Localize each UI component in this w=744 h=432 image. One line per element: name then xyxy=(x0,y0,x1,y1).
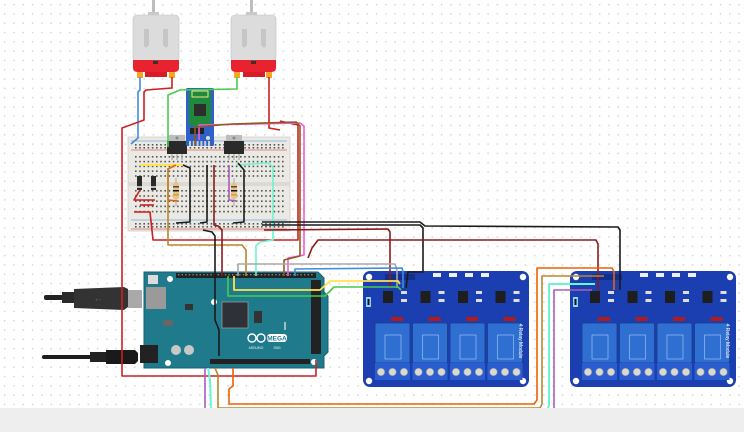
relay-module-2[interactable]: 4 Relay Module xyxy=(570,271,736,387)
relay-cube xyxy=(412,322,448,364)
usb-cable[interactable]: ⭠ xyxy=(44,287,142,310)
usb-b-connector xyxy=(128,290,142,308)
wire-red-bb-1 xyxy=(133,189,155,201)
wire-blue-relay1 xyxy=(294,267,404,288)
relay-module-label: 4 Relay Module xyxy=(517,324,523,359)
relay-module-label: 4 Relay Module xyxy=(724,324,730,359)
circuit-diagram: ⭠ xyxy=(42,0,736,413)
mega-logo-text: MEGA xyxy=(267,336,287,343)
wire-blue-motor1 xyxy=(130,77,141,145)
voltage-regulator-2[interactable] xyxy=(224,135,244,160)
diode-1[interactable] xyxy=(137,176,142,190)
motor-cap xyxy=(231,60,276,72)
wire-black-long-1 xyxy=(262,224,424,289)
relay-cube xyxy=(581,322,618,364)
usb-icon: ⭠ xyxy=(95,295,102,304)
bluetooth-module[interactable] xyxy=(186,88,214,146)
wire-red-bb-3 xyxy=(134,120,299,241)
wire-black-bb-3 xyxy=(232,162,245,224)
usb-b-port xyxy=(146,287,166,309)
wire-cyan xyxy=(235,162,274,276)
relay-cube xyxy=(619,322,655,364)
relay-input-header[interactable] xyxy=(385,274,415,280)
dc-motor-2[interactable] xyxy=(230,0,277,78)
breadboard-canvas[interactable]: ⭠ xyxy=(0,0,744,413)
capacitor xyxy=(184,345,194,355)
motor-cap xyxy=(133,60,179,72)
wire-orange-relay2 xyxy=(228,267,615,405)
status-bar xyxy=(0,408,744,432)
wire-purple-bb xyxy=(228,165,238,202)
wire-brown-bt xyxy=(194,121,301,276)
arduino-logo: MEGA ARDUINO 2560 xyxy=(247,333,287,350)
wire-black-bb-1 xyxy=(175,164,191,224)
dc-jack-cable[interactable] xyxy=(42,350,138,364)
wire-green-relay1 xyxy=(227,276,402,297)
relay-cube xyxy=(449,322,486,364)
usb-plug-body xyxy=(74,287,128,310)
wire-darkred-mid xyxy=(213,165,223,276)
reset-button[interactable] xyxy=(148,275,158,284)
wire-darkred-relay2 xyxy=(307,239,599,290)
bt-chip xyxy=(194,104,206,116)
arduino-model-text: 2560 xyxy=(273,346,280,350)
wire-black-bb-2 xyxy=(199,165,208,224)
wire-red-motor1 xyxy=(121,77,317,377)
relay-module-1[interactable]: 4 Relay Module xyxy=(363,271,529,387)
arduino-brand-text: ARDUINO xyxy=(249,346,264,350)
dc-motor-1[interactable] xyxy=(132,0,180,78)
wire-black-mid xyxy=(202,229,220,356)
capacitor xyxy=(171,345,181,355)
wire-yellow-relay1 xyxy=(233,276,401,291)
wire-black-long-2 xyxy=(262,221,621,290)
atmega-chip xyxy=(221,301,249,329)
resistor-2[interactable] xyxy=(231,178,237,206)
relay-cube xyxy=(374,322,411,364)
regulator-body xyxy=(167,141,187,154)
regulator-body xyxy=(224,141,244,154)
voltage-regulator-1[interactable] xyxy=(167,135,187,160)
dc-power-port xyxy=(140,345,158,363)
dc-cable-wire xyxy=(42,355,92,359)
motor-body xyxy=(132,14,180,63)
wire-darkred-relay1 xyxy=(263,228,391,288)
wire-grey xyxy=(237,263,398,288)
relay-cube xyxy=(656,322,693,364)
wire-pink-bt xyxy=(198,122,305,276)
relay-input-header[interactable] xyxy=(592,274,622,280)
wire-green-motor2 xyxy=(167,77,238,147)
motor-body xyxy=(230,14,277,63)
wire-red-motor2 xyxy=(268,77,281,131)
diode-2[interactable] xyxy=(151,176,156,190)
wire-ochre xyxy=(167,168,247,276)
